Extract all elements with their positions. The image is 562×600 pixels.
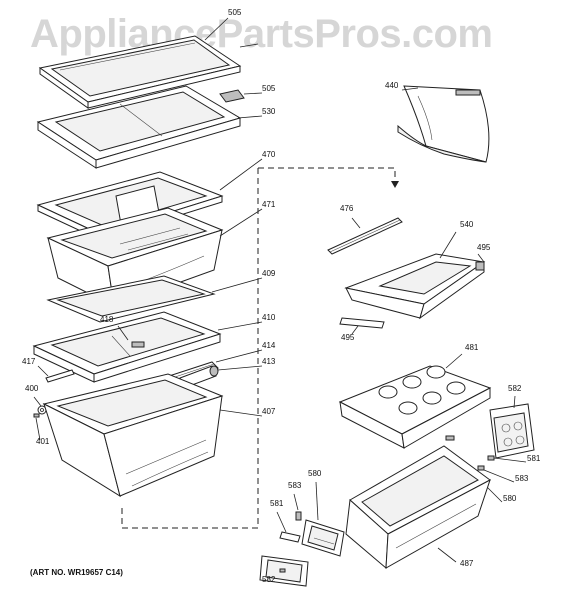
part-number-label-401: 401 [36, 437, 50, 446]
part-number-label-407: 407 [262, 407, 276, 416]
part-number-label-505-cover: 505 [262, 84, 276, 93]
curved-cover [397, 85, 490, 163]
side-rail [45, 369, 75, 383]
part-number-label-481: 481 [465, 343, 479, 352]
part-number-label-505-top: 505 [228, 8, 242, 17]
part-number-label-418: 418 [100, 315, 114, 324]
end-cap-left [259, 555, 309, 587]
part-number-label-413: 413 [262, 357, 276, 366]
part-number-label-583-left: 583 [288, 481, 302, 490]
part-number-label-540: 540 [460, 220, 474, 229]
glass-shelf-top [38, 35, 242, 109]
lower-drawer [42, 373, 224, 498]
part-number-label-582-right: 582 [508, 384, 522, 393]
art-number: (ART NO. WR19657 C14) [30, 568, 123, 577]
clip-assembly [301, 519, 345, 557]
part-number-label-495-left: 495 [341, 333, 355, 342]
divider-bar [327, 217, 403, 255]
tray-strip [339, 317, 385, 329]
part-number-label-581-right: 581 [527, 454, 541, 463]
part-number-label-583-right: 583 [515, 474, 529, 483]
part-number-label-582-left: 582 [262, 575, 276, 584]
upper-tray [344, 253, 486, 320]
end-cap-right [489, 403, 535, 459]
part-number-label-470: 470 [262, 150, 276, 159]
part-number-label-410: 410 [262, 313, 276, 322]
left-hardware [279, 511, 302, 543]
part-number-label-440: 440 [385, 81, 399, 90]
watermark-logo: AppliancePartsPros.com [30, 12, 493, 56]
part-number-label-530: 530 [262, 107, 276, 116]
part-number-label-409: 409 [262, 269, 276, 278]
cover-frame [32, 311, 222, 383]
part-number-label-580-right: 580 [503, 494, 517, 503]
shelf-frame [36, 85, 245, 169]
part-number-label-487: 487 [460, 559, 474, 568]
part-number-label-471: 471 [262, 200, 276, 209]
part-number-label-581-left: 581 [270, 499, 284, 508]
crisper-pan [46, 207, 224, 307]
glass-insert [46, 275, 216, 323]
small-fasteners [33, 405, 47, 418]
egg-tray [338, 365, 492, 449]
part-number-label-495-right: 495 [477, 243, 491, 252]
bottom-bin [345, 445, 491, 570]
part-number-label-400: 400 [25, 384, 39, 393]
part-number-label-476: 476 [340, 204, 354, 213]
part-number-label-414: 414 [262, 341, 276, 350]
part-number-label-580-top: 580 [308, 469, 322, 478]
dashed-guide-line [121, 167, 399, 529]
part-number-label-417: 417 [22, 357, 36, 366]
